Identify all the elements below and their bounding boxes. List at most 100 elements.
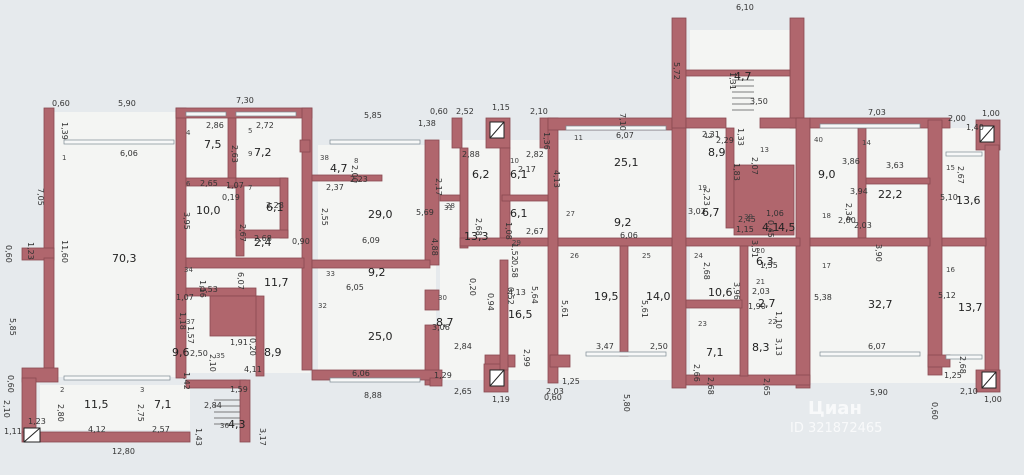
dimension-108: 1,15 [736, 225, 754, 234]
room-number-10: 10 [510, 157, 519, 165]
dimension-7: 11,60 [60, 240, 69, 263]
windows [63, 111, 983, 383]
room-area-19: 8,7 [436, 316, 454, 329]
dimension-51: 2,23 [350, 175, 368, 184]
dimension-25: 1,07 [226, 181, 244, 190]
dimension-86: 6,07 [616, 131, 634, 140]
room-area-23: 25,1 [614, 156, 639, 169]
watermark-brand: Циан [808, 398, 862, 419]
dimension-56: 4,88 [430, 238, 439, 256]
dimension-17: 12,80 [112, 447, 135, 456]
room-area-32: 10,6 [708, 286, 733, 299]
dimension-114: 1,55 [760, 261, 778, 270]
dimension-71: 2,65 [454, 387, 472, 396]
dimension-115: 2,03 [752, 287, 770, 296]
dimension-123: 3,86 [842, 157, 860, 166]
dimension-125: 3,94 [850, 187, 868, 196]
room-number-29: 29 [512, 239, 521, 247]
dimension-102: 2,29 [716, 136, 734, 145]
room-area-24: 9,2 [614, 216, 632, 229]
dimension-62: 2,82 [526, 150, 544, 159]
room-number-34: 34 [184, 266, 193, 274]
dimension-141: 2,10 [960, 387, 978, 396]
dimension-22: 2,72 [256, 121, 274, 130]
room-area-6: 7,2 [254, 146, 272, 159]
dimension-95: 5,61 [640, 300, 649, 318]
dimension-105: 2,23 [702, 188, 711, 206]
dimension-63: 2,17 [518, 165, 536, 174]
dimension-129: 3,90 [874, 244, 883, 262]
dimension-33: 1,16 [198, 280, 207, 298]
dimension-131: 6,07 [868, 342, 886, 351]
room-number-13: 13 [760, 146, 769, 154]
dimension-116: 1,90 [748, 302, 766, 311]
room-number-20: 20 [756, 247, 765, 255]
dimension-103: 2,07 [750, 157, 759, 175]
room-number-8: 8 [354, 157, 358, 165]
room-area-9: 2,4 [254, 236, 272, 249]
room-number-6: 6 [186, 180, 191, 188]
dimension-68: 6,06 [352, 369, 370, 378]
dimension-12: 2,80 [56, 404, 65, 422]
dimension-66: 1,52 [510, 243, 519, 261]
dimension-40: 2,10 [208, 354, 217, 372]
dimension-64: 2,68 [474, 218, 483, 236]
room-area-11: 9,6 [172, 346, 190, 359]
room-number-40: 40 [814, 136, 823, 144]
dimension-142: 1,00 [984, 395, 1002, 404]
dimension-104: 1,83 [732, 163, 741, 181]
dimension-13: 2,75 [136, 404, 145, 422]
dimension-75: 2,84 [454, 342, 472, 351]
watermark-id: ID 321872465 [790, 421, 882, 436]
room-number-27: 27 [566, 210, 575, 218]
dimension-138: 5,12 [938, 291, 956, 300]
dimension-24: 2,65 [200, 179, 218, 188]
dimension-121: 2,65 [762, 378, 771, 396]
dimension-50: 2,37 [326, 183, 344, 192]
dimension-65: 1,08 [504, 222, 513, 240]
room-number-28: 28 [446, 202, 455, 210]
dimension-119: 2,66 [692, 364, 701, 382]
dimension-74: 0,60 [544, 393, 562, 402]
dimension-112: 2,68 [702, 262, 711, 280]
dimension-130: 5,38 [814, 293, 832, 302]
dimension-19: 1,11 [4, 427, 22, 436]
dimension-15: 2,57 [152, 425, 170, 434]
room-area-15: 9,2 [368, 266, 386, 279]
dimension-87: 4,13 [552, 170, 561, 188]
dimension-128: 2,03 [854, 221, 872, 230]
dimension-36: 1,18 [178, 312, 187, 330]
dimension-14: 4,12 [88, 425, 106, 434]
dimension-134: 1,40 [966, 123, 984, 132]
dimension-136: 2,67 [956, 166, 965, 184]
room-area-14: 29,0 [368, 208, 393, 221]
dimension-6: 1,23 [26, 242, 35, 260]
room-area-17: 6,2 [472, 168, 490, 181]
dimension-5: 7,05 [36, 188, 45, 206]
room-number-31: 31 [444, 204, 453, 212]
room-number-3: 3 [140, 386, 144, 394]
dimension-31: 0,90 [292, 237, 310, 246]
stairs [214, 79, 754, 425]
dimension-78: 0,20 [468, 278, 477, 296]
dimension-16: 1,43 [194, 428, 203, 446]
dimension-28: 3,95 [182, 212, 191, 230]
dimension-30: 2,68 [254, 234, 272, 243]
dimension-41: 2,50 [190, 349, 208, 358]
dimension-67: 6,05 [346, 283, 364, 292]
room-area-33: 6,3 [756, 255, 774, 268]
dimension-135: 1,00 [982, 109, 1000, 118]
dimension-80: 0,52 [506, 287, 515, 305]
dimension-60: 2,10 [530, 107, 548, 116]
dimension-94: 1,25 [562, 377, 580, 386]
room-number-11: 11 [574, 134, 583, 142]
room-area-22: 6,1 [510, 207, 528, 220]
ventilation-shafts [23, 121, 997, 443]
room-number-4: 4 [186, 129, 191, 137]
room-number-12: 12 [704, 132, 713, 140]
room-number-21: 21 [756, 278, 765, 286]
dimension-76: 2,99 [522, 349, 531, 367]
room-area-5: 7,5 [204, 138, 222, 151]
dimension-8: 0,60 [4, 245, 13, 263]
